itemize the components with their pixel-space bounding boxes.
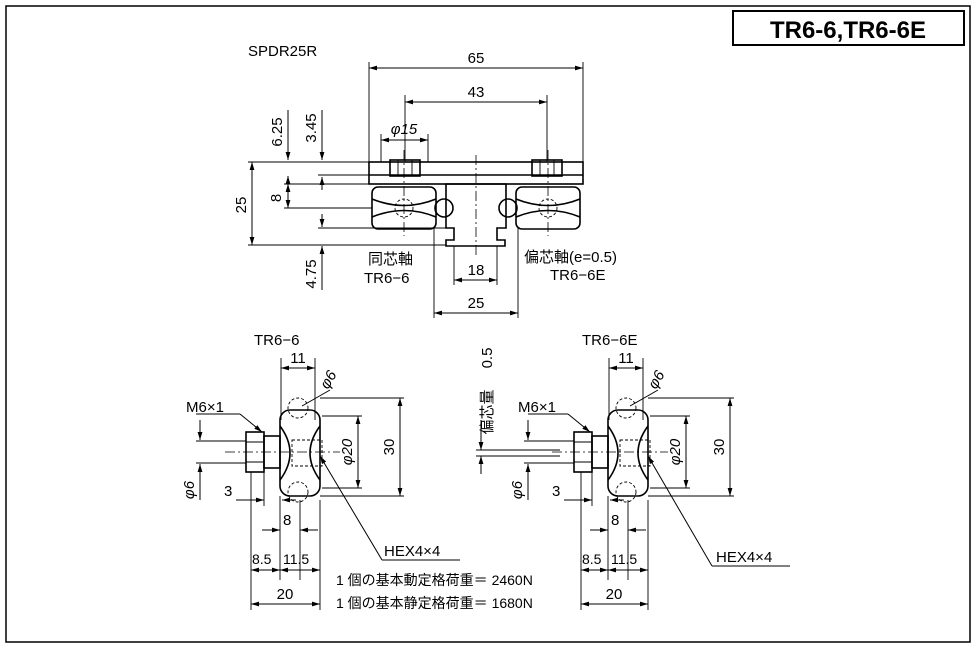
- label-eccentric-jp: 偏芯軸(e=0.5): [524, 249, 617, 266]
- left-hex-label: HEX4×4: [384, 543, 440, 560]
- right-wheel: [607, 397, 651, 503]
- rail-model-label: SPDR25R: [248, 43, 317, 60]
- dim-diameter-15: φ15: [391, 121, 418, 138]
- label-concentric-jp: 同芯軸: [368, 251, 413, 268]
- dim-height-6-25: 6.25: [269, 117, 286, 146]
- right-dim-phi20: φ20: [667, 438, 684, 465]
- eccentric-label: 偏芯量: [479, 389, 496, 434]
- left-wheel: [279, 397, 323, 503]
- top-view: SPDR25R 65 43 φ15: [233, 43, 617, 318]
- title-block: TR6-6,TR6-6E: [732, 10, 965, 46]
- right-thread-label: M6×1: [518, 399, 556, 416]
- left-dim-phi6-top: φ6: [317, 367, 341, 392]
- dim-overall-width: 65: [468, 50, 485, 67]
- drawing-border: [5, 5, 971, 643]
- right-dim-3: 3: [552, 483, 560, 500]
- dim-height-4-75: 4.75: [303, 259, 320, 288]
- drawing-title: TR6-6,TR6-6E: [770, 17, 926, 44]
- left-side-view: TR6−6 11 φ6 M6×1 φ6: [181, 332, 460, 610]
- right-dim-11-5: 11.5: [611, 551, 637, 567]
- right-dim-8: 8: [611, 512, 619, 529]
- right-dim-30: 30: [711, 439, 728, 456]
- left-dim-phi20: φ20: [339, 438, 356, 465]
- left-dim-30: 30: [381, 439, 398, 456]
- dim-height-8: 8: [268, 194, 285, 202]
- right-dim-11: 11: [618, 350, 634, 367]
- static-load-rating: 1 個の基本静定格荷重＝ 1680N: [336, 595, 533, 611]
- right-dim-20: 20: [606, 586, 623, 603]
- left-dim-20: 20: [277, 586, 294, 603]
- dim-rail-25: 25: [468, 295, 485, 312]
- left-model-label: TR6−6: [254, 332, 299, 349]
- right-dim-8-5: 8.5: [582, 551, 602, 567]
- label-eccentric-model: TR6−6E: [550, 267, 605, 284]
- left-dim-phi6-shaft: φ6: [181, 480, 198, 499]
- left-dim-11: 11: [290, 350, 306, 367]
- left-dim-8-5: 8.5: [252, 551, 272, 567]
- right-hex-label: HEX4×4: [716, 549, 772, 566]
- label-concentric-model: TR6−6: [364, 270, 409, 287]
- left-dim-11-5: 11.5: [283, 551, 309, 567]
- dynamic-load-rating: 1 個の基本動定格荷重＝ 2460N: [336, 572, 533, 588]
- left-dim-8: 8: [283, 512, 291, 529]
- dim-height-3-45: 3.45: [303, 113, 320, 142]
- left-thread-label: M6×1: [186, 399, 224, 416]
- guide-rail: [445, 183, 507, 247]
- eccentric-value: 0.5: [479, 348, 496, 369]
- load-ratings: 1 個の基本動定格荷重＝ 2460N 1 個の基本静定格荷重＝ 1680N: [336, 572, 533, 611]
- dim-height-25: 25: [233, 197, 250, 214]
- right-dim-phi6-top: φ6: [645, 367, 669, 392]
- right-dim-phi6-shaft: φ6: [509, 480, 526, 499]
- left-dim-3: 3: [224, 483, 232, 500]
- dim-rail-18: 18: [468, 262, 485, 279]
- right-model-label: TR6−6E: [582, 332, 637, 349]
- dim-center-distance: 43: [468, 84, 485, 101]
- right-side-view: TR6−6E 偏芯量 0.5 11 φ6 M6×1: [476, 332, 790, 610]
